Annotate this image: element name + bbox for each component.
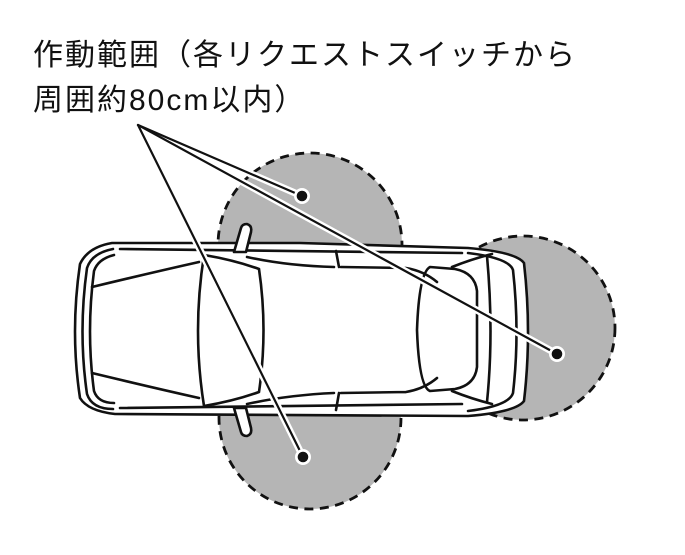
door-mirror-lower [232,406,253,438]
caption-line-2: 周囲約80cm以内） [33,84,306,117]
side-sill-lines [118,247,464,410]
leader-line-upper-zone [136,123,304,198]
caption: 作動範囲（各リクエストスイッチから 周囲約80cm以内） [33,39,577,117]
front-bumper-lines [81,247,116,411]
marker-dot-trunk [551,348,563,360]
trunk-lid-line [485,254,492,404]
marker-dot-lower [297,451,309,463]
hood-crease-lines [90,260,201,400]
c-pillar-lines [450,252,494,406]
leader-line-trunk-zone [136,123,559,356]
windshield [196,253,265,408]
upper-side-windows [245,249,439,284]
lower-side-windows [245,376,439,412]
marker-dot-upper [296,190,308,202]
caption-line-1: 作動範囲（各リクエストスイッチから [33,39,577,72]
car-top-view [73,222,530,438]
door-mirror-upper [232,222,253,254]
zone-marker-dots [294,188,565,465]
leader-lines [134,121,561,461]
rear-window [415,265,479,393]
leader-line-strokes [136,123,559,459]
car-body-outline [73,241,530,418]
leader-line-lower-zone [136,123,305,459]
